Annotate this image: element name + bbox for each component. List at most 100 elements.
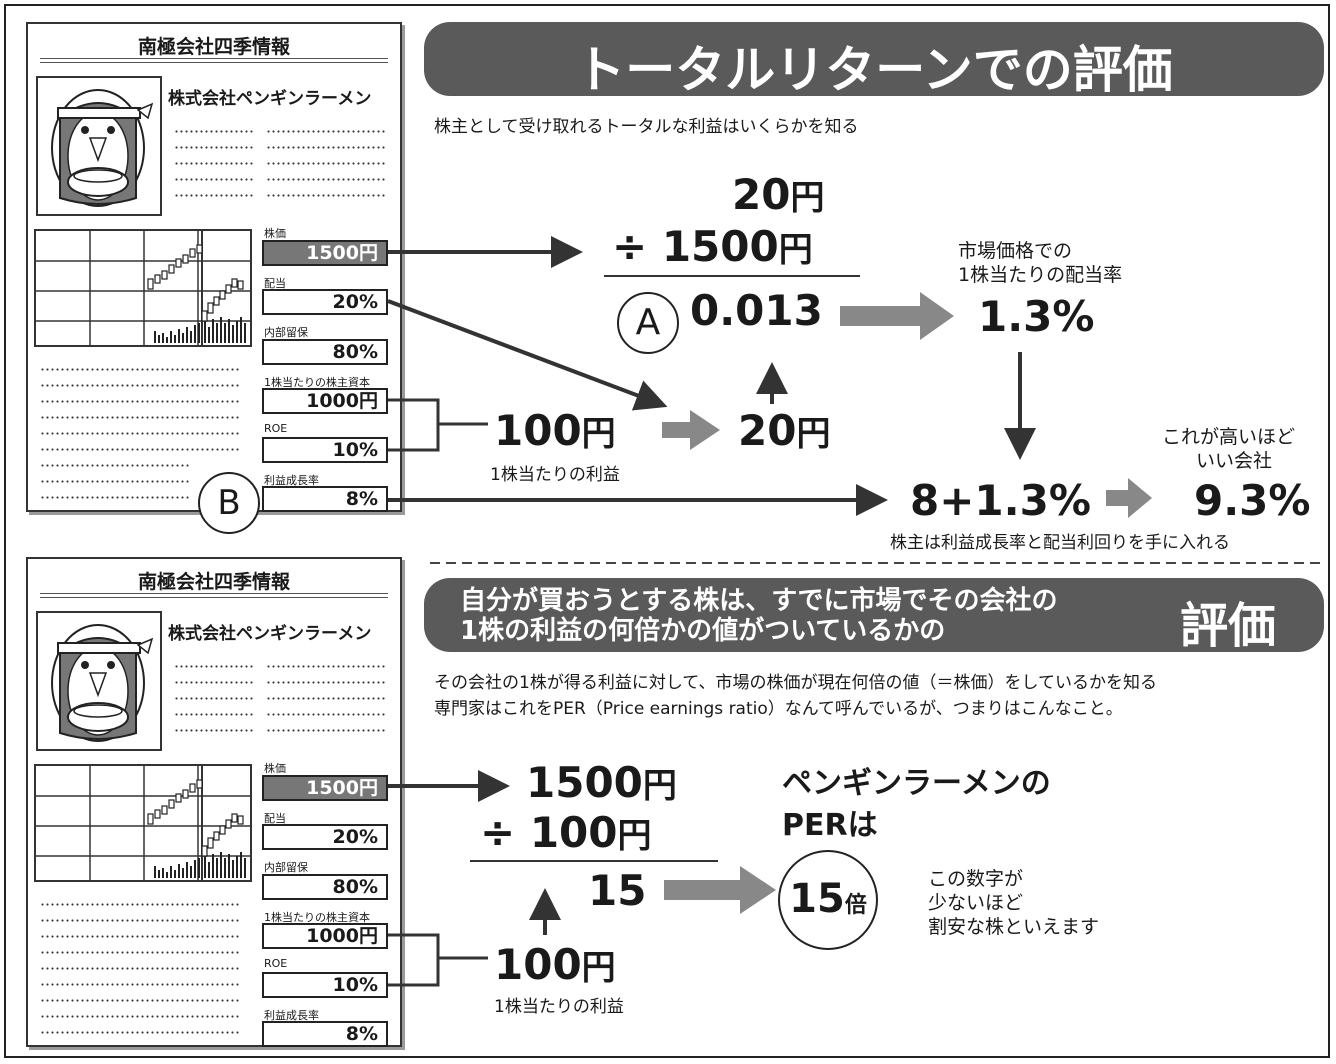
eps-divisor: ÷ 100円: [480, 808, 652, 857]
growth-rate-label: 利益成長率: [264, 474, 319, 487]
section-subtitle: 株主として受け取れるトータルな利益はいくらかを知る: [434, 117, 859, 137]
placeholder-dots: [174, 729, 254, 732]
roe-field: 10%: [262, 972, 388, 998]
roe-label: ROE: [264, 957, 288, 970]
price-label: 株価: [264, 762, 286, 775]
placeholder-dots: [266, 194, 386, 197]
placeholder-dots: [40, 1015, 240, 1018]
retained-earnings-field: 80%: [262, 339, 388, 365]
placeholder-dots: [266, 178, 386, 181]
divider: [40, 597, 388, 598]
description: その会社の1株が得る利益に対して、市場の株価が現在何倍の値（＝株価）をしているか…: [434, 673, 1157, 693]
placeholder-dots: [174, 697, 254, 700]
section-banner: トータルリターンでの評価: [424, 22, 1324, 99]
annotation: いい会社: [1196, 450, 1273, 472]
annotation: これが高いほど: [1162, 426, 1296, 448]
penguin-illustration: [36, 76, 162, 216]
outer-frame: [4, 4, 1330, 1058]
stock-chart: [34, 229, 252, 347]
placeholder-dots: [40, 1031, 240, 1034]
retained-earnings-field: 80%: [262, 874, 388, 900]
yield-label: 市場価格での: [958, 240, 1073, 262]
dividend-numerator: 20円: [732, 170, 825, 219]
placeholder-dots: [40, 400, 240, 403]
circle-b-marker: B: [198, 472, 260, 534]
placeholder-dots: [40, 496, 190, 499]
banner-emphasis: 評価: [1180, 598, 1277, 654]
panel-title: 南極会社四季情報: [137, 36, 290, 58]
price-label: 株価: [264, 227, 286, 240]
book-value-field: 1000円: [262, 388, 388, 414]
banner-title: トータルリターンでの評価: [575, 41, 1173, 99]
roe-field: 10%: [262, 437, 388, 463]
placeholder-dots: [174, 146, 254, 149]
placeholder-dots: [40, 464, 190, 467]
eps-label: 1株当たりの利益: [494, 997, 624, 1017]
stock-chart: [34, 764, 252, 882]
growth-rate-field: 8%: [262, 486, 388, 512]
book-value-field: 1000円: [262, 923, 388, 949]
dividend-amount: 20円: [738, 406, 831, 455]
retained-earnings-label: 内部留保: [264, 861, 308, 874]
dividend-field: 20%: [262, 289, 388, 315]
placeholder-dots: [266, 665, 386, 668]
price-field: 1500円: [262, 775, 388, 801]
placeholder-dots: [174, 681, 254, 684]
note-text: この数字が: [928, 868, 1024, 890]
placeholder-dots: [174, 665, 254, 668]
eps-value: 100円: [494, 406, 616, 455]
placeholder-dots: [266, 162, 386, 165]
note-text: 少ないほど: [928, 892, 1024, 914]
penguin-illustration: [36, 611, 162, 751]
placeholder-dots: [174, 178, 254, 181]
eps-label: 1株当たりの利益: [490, 465, 620, 485]
placeholder-dots: [40, 448, 240, 451]
growth-rate-label: 利益成長率: [264, 1009, 319, 1022]
per-title: PERは: [782, 808, 878, 843]
eps-value: 100円: [494, 940, 616, 989]
placeholder-dots: [266, 729, 386, 732]
per-result: 15: [588, 866, 647, 915]
placeholder-dots: [40, 416, 240, 419]
placeholder-dots: [40, 432, 240, 435]
dividend-label: 配当: [264, 277, 286, 290]
placeholder-dots: [40, 935, 240, 938]
placeholder-dots: [40, 983, 240, 986]
placeholder-dots: [174, 194, 254, 197]
growth-rate-field: 8%: [262, 1021, 388, 1047]
price-field: 1500円: [262, 240, 388, 266]
company-info-panel: 南極会社四季情報 株式会社ペンギンラーメン: [26, 22, 402, 512]
placeholder-dots: [266, 130, 386, 133]
placeholder-dots: [40, 480, 190, 483]
circle-a-marker: A: [617, 292, 679, 354]
placeholder-dots: [40, 967, 240, 970]
placeholder-dots: [174, 162, 254, 165]
note-text: 割安な株といえます: [928, 916, 1100, 938]
price-divisor: ÷ 1500円: [612, 222, 813, 271]
placeholder-dots: [40, 903, 240, 906]
retained-earnings-label: 内部留保: [264, 326, 308, 339]
placeholder-dots: [40, 919, 240, 922]
divider: [40, 62, 388, 63]
placeholder-dots: [40, 368, 240, 371]
panel-title: 南極会社四季情報: [137, 571, 290, 593]
company-name: 株式会社ペンギンラーメン: [168, 89, 372, 109]
conclusion-text: 株主は利益成長率と配当利回りを手に入れる: [890, 533, 1230, 553]
placeholder-dots: [174, 713, 254, 716]
placeholder-dots: [40, 951, 240, 954]
book-value-label: 1株当たりの株主資本: [264, 376, 370, 389]
banner-title: 自分が買おうとする株は、すでに市場でその会社の 1株の利益の何倍かの値がついてい…: [460, 586, 1058, 646]
placeholder-dots: [266, 681, 386, 684]
divider: [40, 593, 388, 594]
dividend-label: 配当: [264, 812, 286, 825]
company-info-panel: 南極会社四季情報 株式会社ペンギンラーメン: [26, 557, 402, 1047]
description: 専門家はこれをPER（Price earnings ratio）なんて呼んでいる…: [434, 699, 1123, 719]
placeholder-dots: [174, 130, 254, 133]
placeholder-dots: [266, 146, 386, 149]
yield-value: 1.3%: [978, 292, 1095, 341]
dividend-field: 20%: [262, 824, 388, 850]
roe-label: ROE: [264, 422, 288, 435]
per-value-badge: 15倍: [778, 850, 878, 950]
placeholder-dots: [40, 999, 240, 1002]
